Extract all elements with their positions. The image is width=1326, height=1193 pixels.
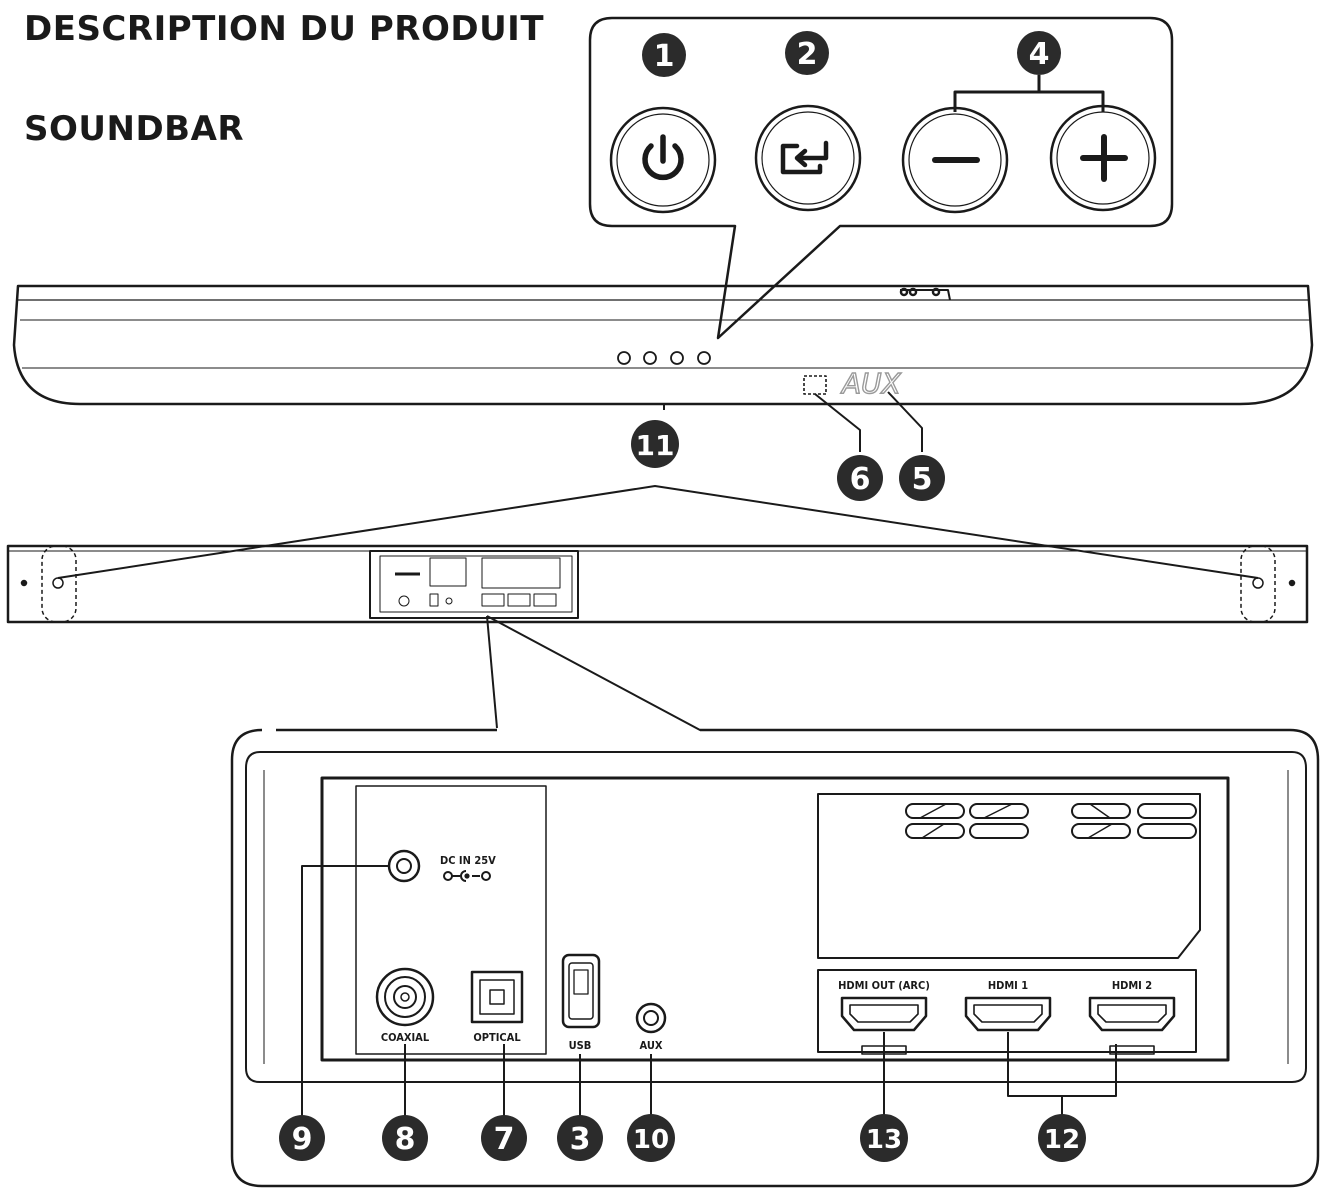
callout-6: 6	[837, 455, 883, 501]
svg-text:8: 8	[395, 1122, 416, 1157]
power-icon	[642, 134, 684, 181]
dc-polarity-icon	[443, 870, 491, 882]
coaxial-label: COAXIAL	[381, 1031, 430, 1044]
svg-text:10: 10	[633, 1125, 669, 1155]
callout-13: 13	[860, 1114, 908, 1162]
dc-in-port[interactable]	[387, 849, 421, 883]
callout-4: 4	[1017, 31, 1061, 75]
callout-12: 12	[1038, 1114, 1086, 1162]
callout-3: 3	[557, 1115, 603, 1161]
optical-label: OPTICAL	[473, 1031, 521, 1044]
dc-in-label: DC IN 25V	[440, 854, 496, 867]
callout-8: 8	[382, 1115, 428, 1161]
usb-label: USB	[569, 1039, 592, 1052]
hdmi2-port[interactable]	[1088, 996, 1176, 1055]
vent-slots	[905, 803, 1197, 839]
svg-text:1: 1	[654, 39, 675, 74]
volume-up-button[interactable]	[1049, 104, 1157, 212]
hdmi2-label: HDMI 2	[1112, 979, 1152, 992]
svg-text:7: 7	[494, 1122, 515, 1157]
callout-10: 10	[627, 1114, 675, 1162]
display-mode-text: AUX	[840, 367, 902, 400]
volume-down-button[interactable]	[901, 106, 1009, 214]
svg-text:6: 6	[850, 462, 871, 497]
soundbar-front-view	[12, 284, 1314, 410]
page-title: DESCRIPTION DU PRODUIT	[24, 9, 545, 49]
button-zoom-bubble	[588, 16, 1174, 340]
svg-text:11: 11	[636, 429, 675, 462]
hdmi1-port[interactable]	[964, 996, 1052, 1032]
callout-11: 11	[631, 420, 679, 468]
svg-text:3: 3	[570, 1122, 591, 1157]
usb-port[interactable]	[561, 953, 601, 1029]
aux-port[interactable]	[635, 1002, 667, 1034]
coaxial-port[interactable]	[375, 967, 435, 1027]
power-button[interactable]	[609, 106, 717, 214]
svg-text:4: 4	[1029, 37, 1050, 72]
optical-port[interactable]	[470, 970, 524, 1024]
soundbar-rear-view	[6, 544, 1309, 624]
display-indicator-icon	[803, 375, 827, 395]
callout-9: 9	[279, 1115, 325, 1161]
svg-text:9: 9	[292, 1122, 313, 1157]
svg-text:2: 2	[797, 37, 818, 72]
callout-7: 7	[481, 1115, 527, 1161]
aux-label: AUX	[640, 1039, 663, 1052]
callout-1: 1	[642, 33, 686, 77]
svg-text:13: 13	[866, 1125, 902, 1155]
callout-2: 2	[785, 31, 829, 75]
plus-icon	[1080, 134, 1128, 182]
source-button[interactable]	[754, 104, 862, 212]
hdmi1-label: HDMI 1	[988, 979, 1028, 992]
svg-text:5: 5	[912, 462, 933, 497]
hdmi-out-label: HDMI OUT (ARC)	[838, 979, 930, 992]
svg-text:12: 12	[1044, 1125, 1080, 1155]
rear-panel-zoom-frame	[230, 728, 1320, 1188]
product-subtitle: SOUNDBAR	[24, 109, 245, 149]
source-icon	[780, 140, 829, 175]
callout-5: 5	[899, 455, 945, 501]
